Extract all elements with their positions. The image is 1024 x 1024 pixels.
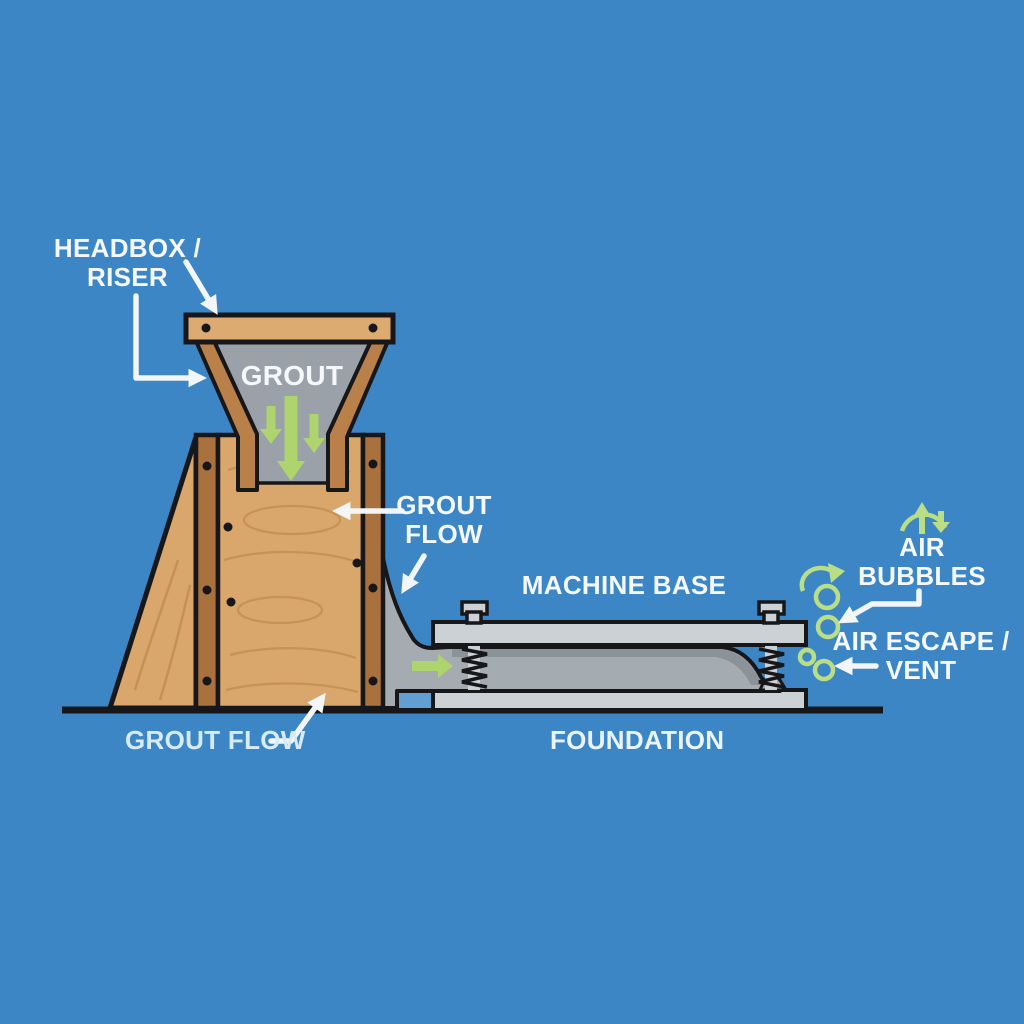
machine-base-plate [431,620,808,647]
form-wedge-brace [107,434,199,711]
label-air-escape-vent: AIR ESCAPE /VENT [832,626,1010,686]
spring-coil-icon [758,647,785,689]
air-rise-arc-icon [799,563,845,592]
annotation-arrows [133,259,922,744]
label-grout-flow-lower: GROUT FLOW [125,725,306,755]
leveling-bolt-right [757,600,789,692]
form-batten-left [193,432,221,711]
ground-highlight [395,691,435,708]
grout-pour-down-arrow-icon [303,414,325,453]
label-foundation: FOUNDATION [550,725,725,755]
air-bubbles-group [797,502,950,682]
white-pointer-arrow-icon [183,259,218,315]
air-circulation-arc-icon [899,502,950,534]
label-headbox-riser: HEADBOX /RISER [53,233,202,293]
label-grout: GROUT [240,360,344,391]
leveling-bolt-left [460,600,489,690]
grout-pour-arrows [260,396,453,678]
screws [202,459,378,686]
spring-coil-icon [461,647,488,689]
white-pointer-arrow-icon [268,692,326,744]
grout-flow-right-arrow-icon [412,654,453,678]
white-pointer-arrow-icon [838,588,922,624]
grout-pour-down-arrow-icon [260,406,282,444]
form-batten-right [360,432,386,711]
air-bubble-circles-icon [797,583,841,682]
grout-pour-down-arrow-icon [277,396,305,481]
white-pointer-arrow-icon [133,293,207,388]
funnel-top-board [183,312,396,345]
label-machine-base: MACHINE BASE [521,570,727,600]
white-pointer-arrow-icon [401,553,427,594]
